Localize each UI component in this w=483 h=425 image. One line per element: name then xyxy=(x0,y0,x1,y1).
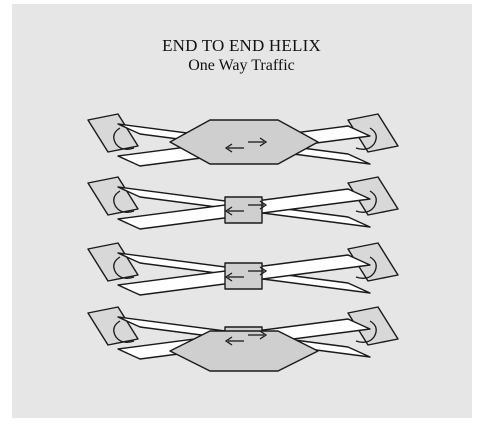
left-turn-platform xyxy=(88,307,138,345)
central-crossing-block xyxy=(225,263,262,289)
left-turn-platform xyxy=(88,114,138,152)
left-turn-platform xyxy=(88,243,138,281)
central-crossing-block xyxy=(225,197,262,223)
left-turn-platform xyxy=(88,177,138,215)
